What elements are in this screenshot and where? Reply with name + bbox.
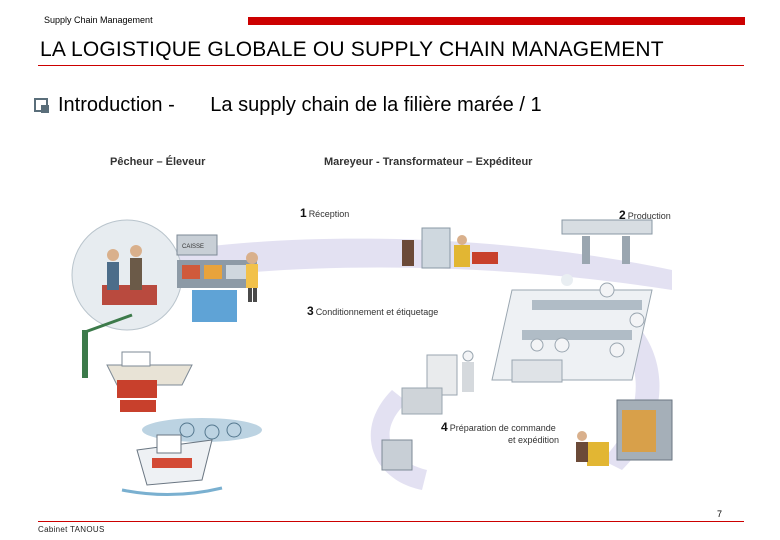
step-4-label-line2: et expédition <box>508 435 560 445</box>
footer-divider <box>38 521 744 522</box>
checkbox-bullet-icon <box>34 98 49 113</box>
step-3-number: 3 <box>307 304 314 318</box>
crate <box>176 234 218 256</box>
supply-chain-illustration: CAISSE <box>62 140 692 510</box>
subtitle-intro: Introduction - <box>58 94 175 116</box>
section-label-fisher: Pêcheur – Éleveur <box>110 156 206 168</box>
step-2-label: Production <box>627 211 671 221</box>
step-1-label: Réception <box>308 209 350 219</box>
step-2-number: 2 <box>619 208 626 222</box>
step-4-label: Préparation de commande <box>449 423 556 433</box>
step-3-label: Conditionnement et étiquetage <box>315 307 439 317</box>
illustration-svg: CAISSE <box>71 219 673 497</box>
step-1-number: 1 <box>300 206 307 220</box>
section-label-processor: Mareyeur - Transformateur – Expéditeur <box>324 156 533 168</box>
step-4-number: 4 <box>441 420 448 434</box>
header-accent-bar <box>248 17 745 25</box>
page-title: LA LOGISTIQUE GLOBALE OU SUPPLY CHAIN MA… <box>40 38 664 61</box>
market-scene-circle <box>71 219 183 331</box>
subtitle-text: La supply chain de la filière marée / 1 <box>210 94 542 116</box>
footer-company: Cabinet TANOUS <box>38 525 105 534</box>
crate-label: CAISSE <box>182 244 204 250</box>
subtitle: Introduction - La supply chain de la fil… <box>58 94 542 117</box>
flow-band-top <box>122 238 672 290</box>
title-divider <box>38 65 744 66</box>
header-small-title: Supply Chain Management <box>44 15 153 25</box>
page-number: 7 <box>717 509 723 519</box>
